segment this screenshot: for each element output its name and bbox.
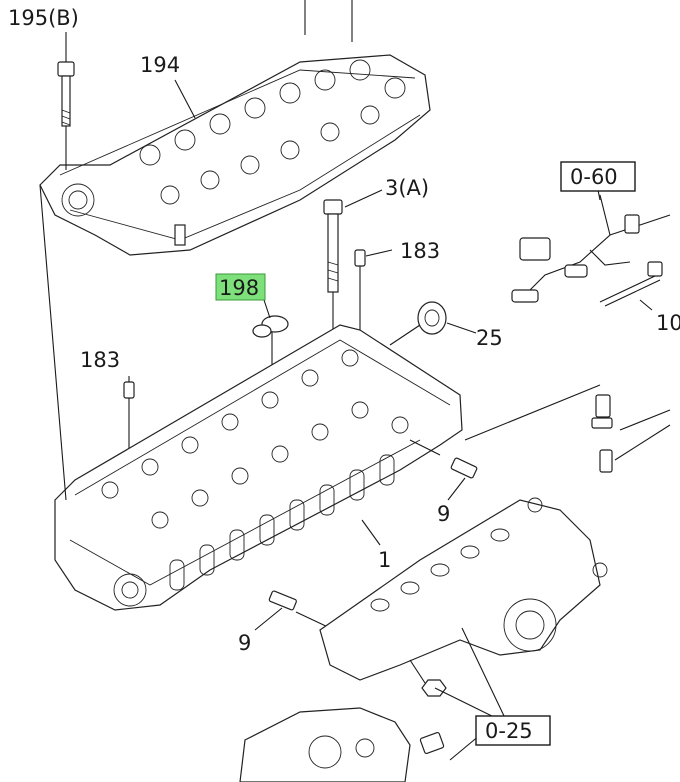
- callout-label-25: 25: [476, 326, 503, 350]
- glow-harness-0-60[interactable]: [511, 194, 671, 303]
- camshaft-carrier-part-194[interactable]: [39, 54, 431, 256]
- callout-label-10: 10: [656, 311, 680, 335]
- callout-183-upper[interactable]: 183: [400, 239, 440, 263]
- callout-label-183-left: 183: [80, 348, 120, 372]
- callout-9-left[interactable]: 9: [238, 631, 251, 655]
- nut-part-0-25[interactable]: [409, 659, 447, 697]
- callout-1[interactable]: 1: [378, 548, 391, 572]
- callout-label-3a: 3(A): [385, 176, 429, 200]
- callout-label-183-upper: 183: [400, 239, 440, 263]
- callout-183-left[interactable]: 183: [80, 348, 120, 372]
- callout-198-highlighted[interactable]: 198: [215, 273, 266, 301]
- callout-10[interactable]: 10: [656, 311, 680, 335]
- callout-195b[interactable]: 195(B): [8, 6, 79, 30]
- callout-label-195b: 195(B): [8, 6, 79, 30]
- callout-label-0-60: 0-60: [570, 165, 618, 189]
- cylinder-head-part-1[interactable]: [54, 324, 463, 611]
- callout-25[interactable]: 25: [476, 326, 503, 350]
- plug-part-25[interactable]: [389, 301, 447, 346]
- leader-lines: [39, 32, 653, 761]
- callout-label-194: 194: [140, 53, 180, 77]
- callout-label-0-25: 0-25: [485, 719, 533, 743]
- callout-label-9-left: 9: [238, 631, 251, 655]
- callout-label-1: 1: [378, 548, 391, 572]
- bolt-part-195b[interactable]: [57, 61, 75, 170]
- callout-label-198: 198: [219, 276, 259, 300]
- exhaust-manifold-part[interactable]: [319, 497, 608, 681]
- glow-plug-part-10[interactable]: [599, 261, 663, 307]
- gasket-part-lower[interactable]: [239, 707, 445, 782]
- callout-0-25[interactable]: 0-25: [475, 715, 551, 746]
- callout-box-0-60: [560, 161, 636, 192]
- callout-3a[interactable]: 3(A): [385, 176, 429, 200]
- callout-box-0-25: [475, 715, 551, 746]
- highlight-box: [215, 273, 266, 301]
- top-bolts: [304, 0, 353, 42]
- callout-0-60[interactable]: 0-60: [560, 161, 636, 192]
- callout-9-right[interactable]: 9: [437, 502, 450, 526]
- leader-line-sensor: [464, 384, 601, 441]
- stud-part-9-left[interactable]: [268, 590, 331, 629]
- callout-194[interactable]: 194: [140, 53, 180, 77]
- callout-label-9-right: 9: [437, 502, 450, 526]
- sensor-part-right[interactable]: [591, 394, 671, 473]
- stud-part-9-right[interactable]: [409, 439, 478, 479]
